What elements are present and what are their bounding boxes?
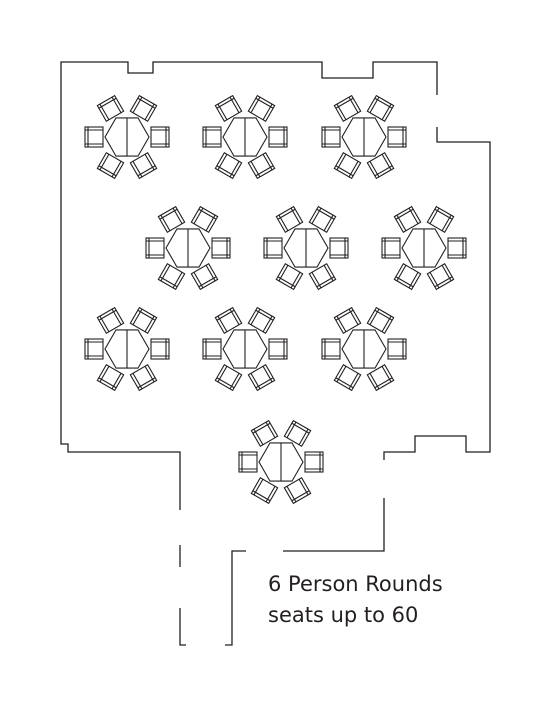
chair — [238, 451, 258, 473]
chair — [190, 263, 219, 291]
chair — [211, 237, 231, 259]
round-table — [263, 205, 349, 291]
chair — [275, 205, 304, 233]
chair — [304, 451, 324, 473]
caption-title: 6 Person Rounds — [268, 572, 443, 596]
chair — [275, 263, 304, 291]
chair — [333, 364, 362, 392]
chair — [308, 205, 337, 233]
chair — [366, 364, 395, 392]
chair — [96, 306, 125, 334]
chair — [96, 364, 125, 392]
caption-subtitle: seats up to 60 — [268, 603, 419, 627]
chair — [129, 364, 158, 392]
chair — [321, 338, 341, 360]
round-table — [202, 306, 288, 392]
chair — [366, 306, 395, 334]
chair — [381, 237, 401, 259]
chair — [247, 306, 276, 334]
chair — [247, 364, 276, 392]
chair — [366, 152, 395, 180]
chair — [329, 237, 349, 259]
round-table — [321, 94, 407, 180]
round-table — [321, 306, 407, 392]
chair — [202, 338, 222, 360]
chair — [283, 419, 312, 447]
chair — [247, 152, 276, 180]
round-table — [238, 419, 324, 505]
round-table — [381, 205, 467, 291]
chair — [333, 94, 362, 122]
chair — [157, 205, 186, 233]
chair — [84, 126, 104, 148]
round-table — [145, 205, 231, 291]
chair — [129, 306, 158, 334]
tables-layer — [84, 94, 467, 505]
chair — [268, 126, 288, 148]
chair — [393, 263, 422, 291]
chair — [321, 126, 341, 148]
chair — [333, 306, 362, 334]
chair — [96, 152, 125, 180]
chair — [263, 237, 283, 259]
chair — [214, 152, 243, 180]
chair — [426, 205, 455, 233]
chair — [150, 126, 170, 148]
chair — [366, 94, 395, 122]
chair — [214, 306, 243, 334]
chair — [283, 477, 312, 505]
chair — [387, 126, 407, 148]
chair — [129, 94, 158, 122]
chair — [387, 338, 407, 360]
chair — [145, 237, 165, 259]
chair — [426, 263, 455, 291]
room-walls — [60, 61, 491, 646]
chair — [333, 152, 362, 180]
chair — [96, 94, 125, 122]
chair — [214, 94, 243, 122]
chair — [84, 338, 104, 360]
chair — [190, 205, 219, 233]
chair — [129, 152, 158, 180]
chair — [268, 338, 288, 360]
chair — [308, 263, 337, 291]
chair — [447, 237, 467, 259]
chair — [150, 338, 170, 360]
chair — [393, 205, 422, 233]
chair — [157, 263, 186, 291]
round-table — [84, 306, 170, 392]
chair — [202, 126, 222, 148]
round-table — [202, 94, 288, 180]
chair — [250, 419, 279, 447]
chair — [214, 364, 243, 392]
round-table — [84, 94, 170, 180]
caption: 6 Person Rounds seats up to 60 — [268, 569, 443, 631]
chair — [250, 477, 279, 505]
chair — [247, 94, 276, 122]
